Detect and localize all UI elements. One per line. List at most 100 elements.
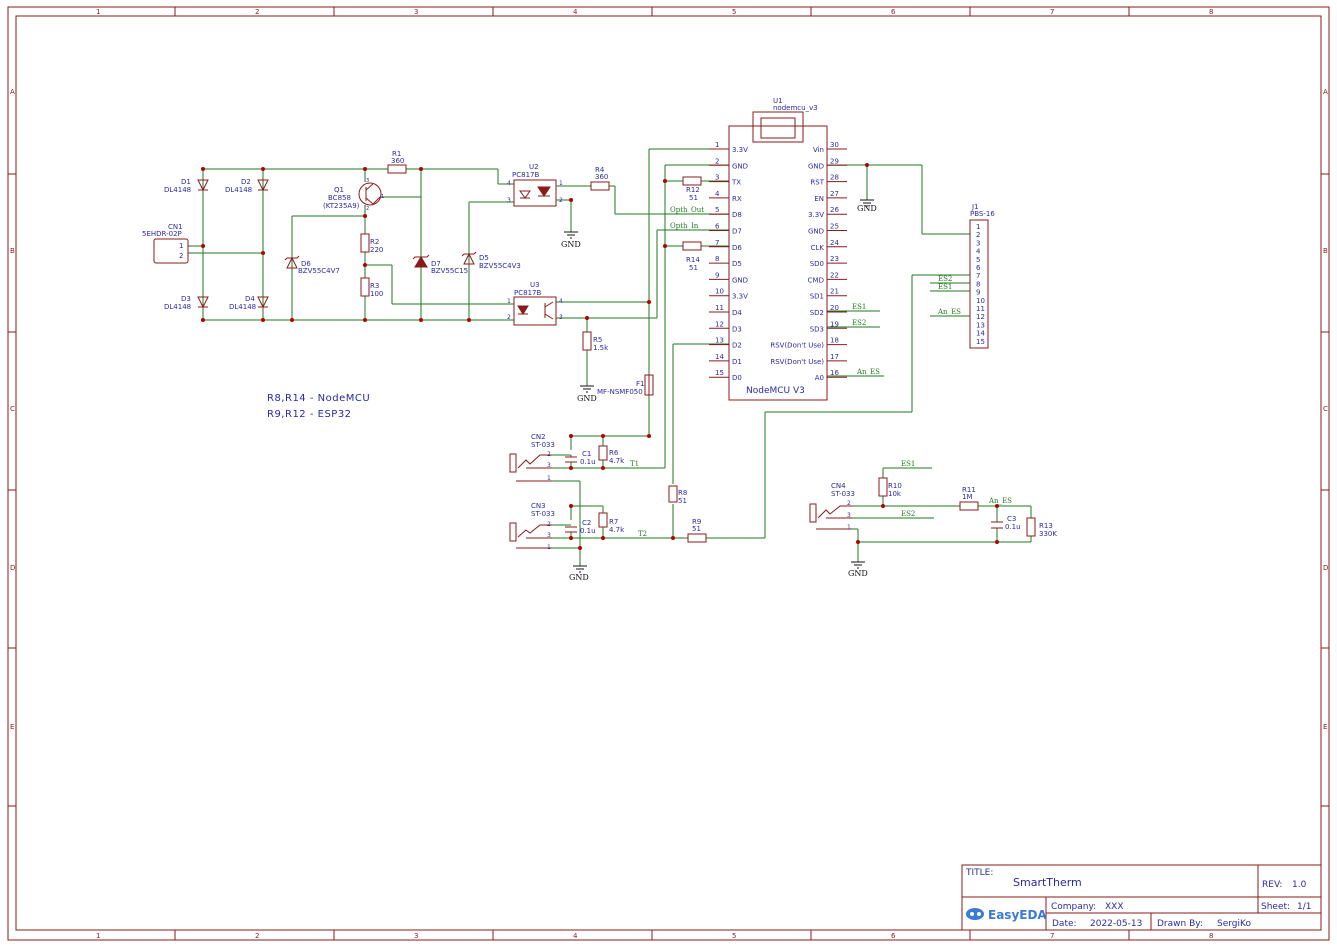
c1-value: 0.1u — [580, 458, 596, 466]
zener-d7: D7 BZV55C15 — [412, 254, 468, 275]
u2-pin2: 2 — [559, 197, 563, 204]
cn2-pin2: 2 — [547, 451, 551, 458]
nodemcu-right-pin-name: Vin — [813, 146, 824, 154]
q1-pin1: 1 — [381, 194, 384, 200]
net-t2: T2 — [638, 530, 647, 538]
j1-pin-number: 7 — [976, 272, 980, 280]
nodemcu-left-pin-number: 14 — [715, 353, 724, 361]
cn4-ref: CN4 — [831, 482, 846, 490]
ruler-col-2-bottom: 2 — [255, 932, 259, 940]
u1-body-label: NodeMCU V3 — [746, 386, 805, 396]
ruler-col-7-bottom: 7 — [1050, 932, 1054, 940]
net-t1: T1 — [630, 460, 639, 468]
ruler-row-a-right: A — [1323, 88, 1328, 96]
row-ruler: A B C D E A B C D E — [8, 88, 1329, 807]
nodemcu-left-pin-number: 12 — [715, 320, 724, 328]
j1-pin-number: 2 — [976, 231, 980, 239]
easyeda-logo-text: EasyEDA — [988, 908, 1047, 922]
junction-dots — [201, 163, 999, 550]
r8-ref: R8 — [678, 489, 687, 497]
r14-value: 51 — [689, 264, 698, 272]
transistor-q1: Q1 BC858 (KT235A9) 3 1 2 — [323, 178, 384, 212]
nodemcu-left-pin-name: 3.3V — [732, 293, 748, 301]
nodemcu-right-pin-name: SD3 — [810, 325, 824, 333]
d7-ref: D7 — [431, 260, 441, 268]
j1-pin-number: 6 — [976, 264, 981, 272]
j1-pin-number: 15 — [976, 338, 985, 346]
nodemcu-right-pin-number: 17 — [830, 353, 839, 361]
d5-value: BZV55C4V3 — [479, 262, 521, 270]
ruler-col-1-bottom: 1 — [96, 932, 100, 940]
jack-cn2: CN2 ST-033 2 3 1 — [509, 433, 555, 482]
nodemcu-right-pin-name: GND — [808, 162, 824, 170]
ruler-row-c-left: C — [10, 405, 15, 413]
d6-value: BZV55C4V7 — [298, 267, 340, 275]
nodemcu-right-pin-name: SD2 — [810, 309, 824, 317]
j1-pin-number: 5 — [976, 256, 980, 264]
module-u1-nodemcu: U1 nodemcu_v3 NodeMCU V3 13.3V2GND3TX4RX… — [709, 97, 847, 401]
nodemcu-right-pin-name: SD1 — [810, 293, 824, 301]
nodemcu-right-pin-number: 24 — [830, 239, 839, 247]
nodemcu-right-pin-number: 22 — [830, 271, 839, 279]
resistor-r2: R2 220 — [360, 233, 383, 254]
r10-value: 10k — [888, 490, 902, 498]
diode-d1: D1 DL4148 — [164, 178, 209, 194]
nodemcu-left-pin-name: D3 — [732, 325, 742, 333]
u1-ref: U1 — [773, 97, 783, 105]
ruler-col-7-top: 7 — [1050, 8, 1054, 16]
nodemcu-left-pin-number: 10 — [715, 288, 724, 296]
note-line-2: R9,R12 - ESP32 — [267, 409, 352, 420]
nodemcu-right-pin-name: RSV(Don't Use) — [770, 342, 824, 350]
nodemcu-right-pin-number: 26 — [830, 206, 839, 214]
j1-pin-number: 14 — [976, 330, 985, 338]
f1-ref: F1 — [636, 380, 644, 388]
nodemcu-left-pin-name: D2 — [732, 342, 742, 350]
nodemcu-left-pin-name: D0 — [732, 374, 742, 382]
nodemcu-left-pin-name: GND — [732, 162, 748, 170]
nodemcu-right-pin-number: 19 — [830, 320, 839, 328]
title-label: TITLE: — [965, 868, 993, 878]
r10-ref: R10 — [888, 482, 902, 490]
r14-ref: R14 — [686, 256, 700, 264]
capacitor-c2: C2 0.1u — [565, 519, 596, 535]
resistor-r5: R5 1.5k — [582, 331, 609, 352]
gnd-symbol-u1: GND — [857, 199, 877, 213]
net-opth-in: Opth_In — [670, 222, 699, 230]
net-es1-u1: ES1 — [852, 303, 866, 311]
nodemcu-right-pin-number: 29 — [830, 157, 839, 165]
nodemcu-right-pin-number: 20 — [830, 304, 839, 312]
nodemcu-left-pin-name: 3.3V — [732, 146, 748, 154]
ruler-col-1-top: 1 — [96, 8, 100, 16]
ruler-col-4-bottom: 4 — [573, 932, 578, 940]
cn3-pin1: 1 — [547, 544, 551, 551]
resistor-r13: R13 330K — [1026, 517, 1057, 538]
r9-value: 51 — [692, 525, 701, 533]
nodemcu-right-pin-name: RSV(Don't Use) — [770, 358, 824, 366]
d3-ref: D3 — [181, 295, 191, 303]
c2-value: 0.1u — [580, 527, 596, 535]
nodemcu-right-pin-name: EN — [814, 195, 824, 203]
resistor-r10: R10 10k — [878, 477, 902, 498]
cn4-pin2: 2 — [847, 500, 851, 507]
fuse-f1: F1 MF-NSMF050 — [597, 374, 654, 396]
cn2-ref: CN2 — [531, 433, 546, 441]
q1-ref: Q1 — [334, 186, 344, 194]
cn2-pin1: 1 — [547, 475, 551, 482]
d5-ref: D5 — [479, 254, 489, 262]
title-value: SmartTherm — [1013, 876, 1082, 889]
r1-ref: R1 — [392, 150, 401, 158]
r8-value: 51 — [678, 497, 687, 505]
wires-thermo-connectors — [552, 274, 970, 566]
j1-value: PBS-16 — [970, 210, 995, 218]
gnd-symbol-u2: GND — [561, 231, 581, 249]
nodemcu-left-pin-number: 7 — [715, 239, 719, 247]
net-es2-u1: ES2 — [852, 319, 866, 327]
nodemcu-right-pin-number: 21 — [830, 288, 839, 296]
d1-value: DL4148 — [164, 186, 191, 194]
ruler-col-8-top: 8 — [1209, 8, 1213, 16]
optocoupler-u3: U3 PC817B 1 2 4 3 — [507, 281, 563, 326]
ruler-col-3-top: 3 — [414, 8, 418, 16]
ruler-col-6-bottom: 6 — [891, 932, 896, 940]
